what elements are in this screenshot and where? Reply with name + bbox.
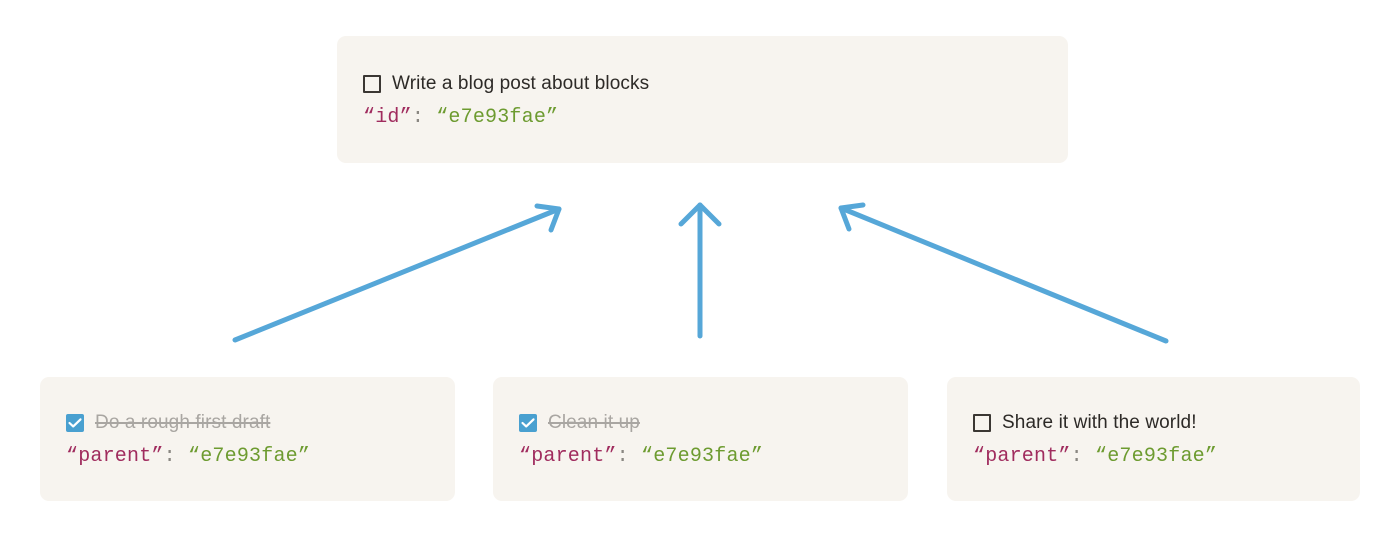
child-task-card[interactable]: Share it with the world! “parent”: “e7e9… (947, 377, 1360, 501)
parent-id-value: “e7e93fae” (436, 105, 559, 129)
child-parent-value: “e7e93fae” (641, 445, 764, 468)
child-parent-key: “parent” (66, 445, 164, 468)
child-parent-value: “e7e93fae” (188, 445, 311, 468)
child-parent-colon: : (1070, 445, 1083, 468)
parent-id-colon: : (411, 105, 425, 129)
child-task-label: Do a rough first draft (95, 412, 271, 433)
checkbox-unchecked-icon[interactable] (363, 74, 381, 93)
arrow-left-child-to-parent (232, 203, 562, 343)
parent-id-field: “id”: “e7e93fae” (363, 106, 1052, 129)
child-task-card[interactable]: Do a rough first draft “parent”: “e7e93f… (40, 377, 455, 501)
parent-id-key: “id” (363, 105, 412, 129)
parent-todo-row[interactable]: Write a blog post about blocks (363, 71, 1052, 97)
arrow-middle-child-to-parent (678, 202, 722, 339)
child-parent-key: “parent” (973, 445, 1071, 468)
child-task-card[interactable]: Clean it up “parent”: “e7e93fae” (493, 377, 908, 501)
child-task-label: Clean it up (548, 412, 640, 433)
child-parent-colon: : (616, 445, 629, 468)
child-todo-row[interactable]: Share it with the world! (973, 410, 1344, 436)
child-parent-field: “parent”: “e7e93fae” (519, 445, 892, 468)
child-parent-field: “parent”: “e7e93fae” (973, 445, 1344, 468)
checkbox-unchecked-icon[interactable] (973, 414, 991, 432)
child-task-label: Share it with the world! (1002, 412, 1197, 433)
parent-task-card[interactable]: Write a blog post about blocks “id”: “e7… (337, 36, 1068, 163)
child-parent-key: “parent” (519, 445, 617, 468)
checkbox-checked-icon[interactable] (66, 414, 84, 432)
child-todo-row[interactable]: Clean it up (519, 410, 892, 436)
child-parent-value: “e7e93fae” (1095, 445, 1218, 468)
arrow-right-child-to-parent (838, 202, 1169, 344)
parent-task-label: Write a blog post about blocks (392, 72, 650, 94)
child-parent-field: “parent”: “e7e93fae” (66, 445, 439, 468)
child-parent-colon: : (163, 445, 176, 468)
child-todo-row[interactable]: Do a rough first draft (66, 410, 439, 436)
checkbox-checked-icon[interactable] (519, 414, 537, 432)
